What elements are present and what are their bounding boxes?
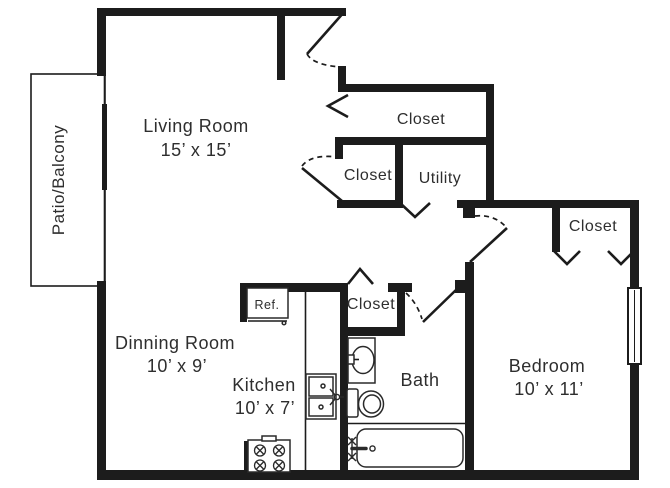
hall-closet-door bbox=[301, 155, 343, 203]
stove bbox=[244, 435, 291, 473]
entry-door bbox=[306, 10, 346, 68]
wall-segment bbox=[338, 66, 346, 92]
sliding-door-panel bbox=[102, 104, 107, 190]
wall-segment bbox=[97, 470, 639, 480]
doors bbox=[301, 10, 635, 323]
wall-segment bbox=[395, 137, 403, 208]
bath-label: Bath bbox=[400, 370, 439, 390]
living-room-label: Living Room bbox=[143, 116, 249, 136]
walls bbox=[97, 8, 639, 480]
bedroom-closet-door-left bbox=[553, 250, 581, 266]
wall-segment bbox=[97, 8, 346, 16]
bedroom-label: Bedroom bbox=[509, 356, 586, 376]
living-room-dims: 15’ x 15’ bbox=[161, 140, 232, 160]
bath-door bbox=[405, 288, 458, 323]
kitchen-label: Kitchen bbox=[232, 375, 296, 395]
hall-closet-label: Closet bbox=[344, 167, 392, 184]
kitchen-dims: 10’ x 7’ bbox=[235, 398, 295, 418]
wall-segment bbox=[277, 8, 285, 80]
bathroom-sink bbox=[347, 337, 376, 384]
bedroom-closet-label: Closet bbox=[569, 218, 617, 235]
dinning-room-label: Dinning Room bbox=[115, 333, 235, 353]
wall-segment bbox=[240, 283, 348, 292]
patio-balcony-label: Patio/Balcony bbox=[49, 125, 68, 235]
bedroom-closet-door-right bbox=[607, 250, 635, 266]
patio-outline bbox=[30, 73, 107, 287]
utility-door bbox=[399, 202, 431, 219]
wall-segment bbox=[340, 283, 348, 480]
bath-closet-label: Closet bbox=[347, 296, 395, 313]
refrigerator bbox=[246, 287, 289, 326]
wall-segment bbox=[335, 137, 343, 159]
wall-segment bbox=[486, 84, 494, 208]
wall-segment bbox=[348, 327, 405, 336]
wall-segment bbox=[630, 200, 639, 288]
patio-rect bbox=[30, 73, 106, 287]
entry-closet-bifold-door bbox=[325, 93, 349, 119]
wall-segment bbox=[455, 280, 466, 293]
kitchen-sink bbox=[305, 373, 344, 420]
wall-segment bbox=[463, 208, 475, 218]
bedroom-dims: 10’ x 11’ bbox=[514, 379, 584, 399]
bedroom-window bbox=[627, 287, 642, 365]
refrigerator-label: Ref. bbox=[255, 298, 280, 312]
wall-segment bbox=[337, 200, 401, 208]
bath-closet-door bbox=[346, 266, 374, 285]
dinning-room-dims: 10’ x 9’ bbox=[147, 356, 207, 376]
entry-closet-label: Closet bbox=[397, 111, 445, 128]
wall-segment bbox=[97, 281, 106, 480]
wall-segment bbox=[465, 262, 474, 480]
wall-segment bbox=[240, 283, 247, 322]
utility-label: Utility bbox=[419, 170, 462, 187]
wall-segment bbox=[552, 208, 560, 252]
bathtub bbox=[347, 422, 465, 468]
toilet bbox=[346, 388, 385, 418]
room-labels: Living Room 15’ x 15’ Patio/Balcony Clos… bbox=[49, 111, 617, 418]
wall-segment bbox=[97, 8, 106, 76]
wall-segment bbox=[335, 137, 494, 145]
wall-segment bbox=[457, 200, 639, 208]
wall-segment bbox=[341, 84, 494, 92]
bedroom-door bbox=[469, 214, 508, 263]
wall-segment bbox=[630, 364, 639, 480]
wall-segment bbox=[397, 283, 405, 328]
